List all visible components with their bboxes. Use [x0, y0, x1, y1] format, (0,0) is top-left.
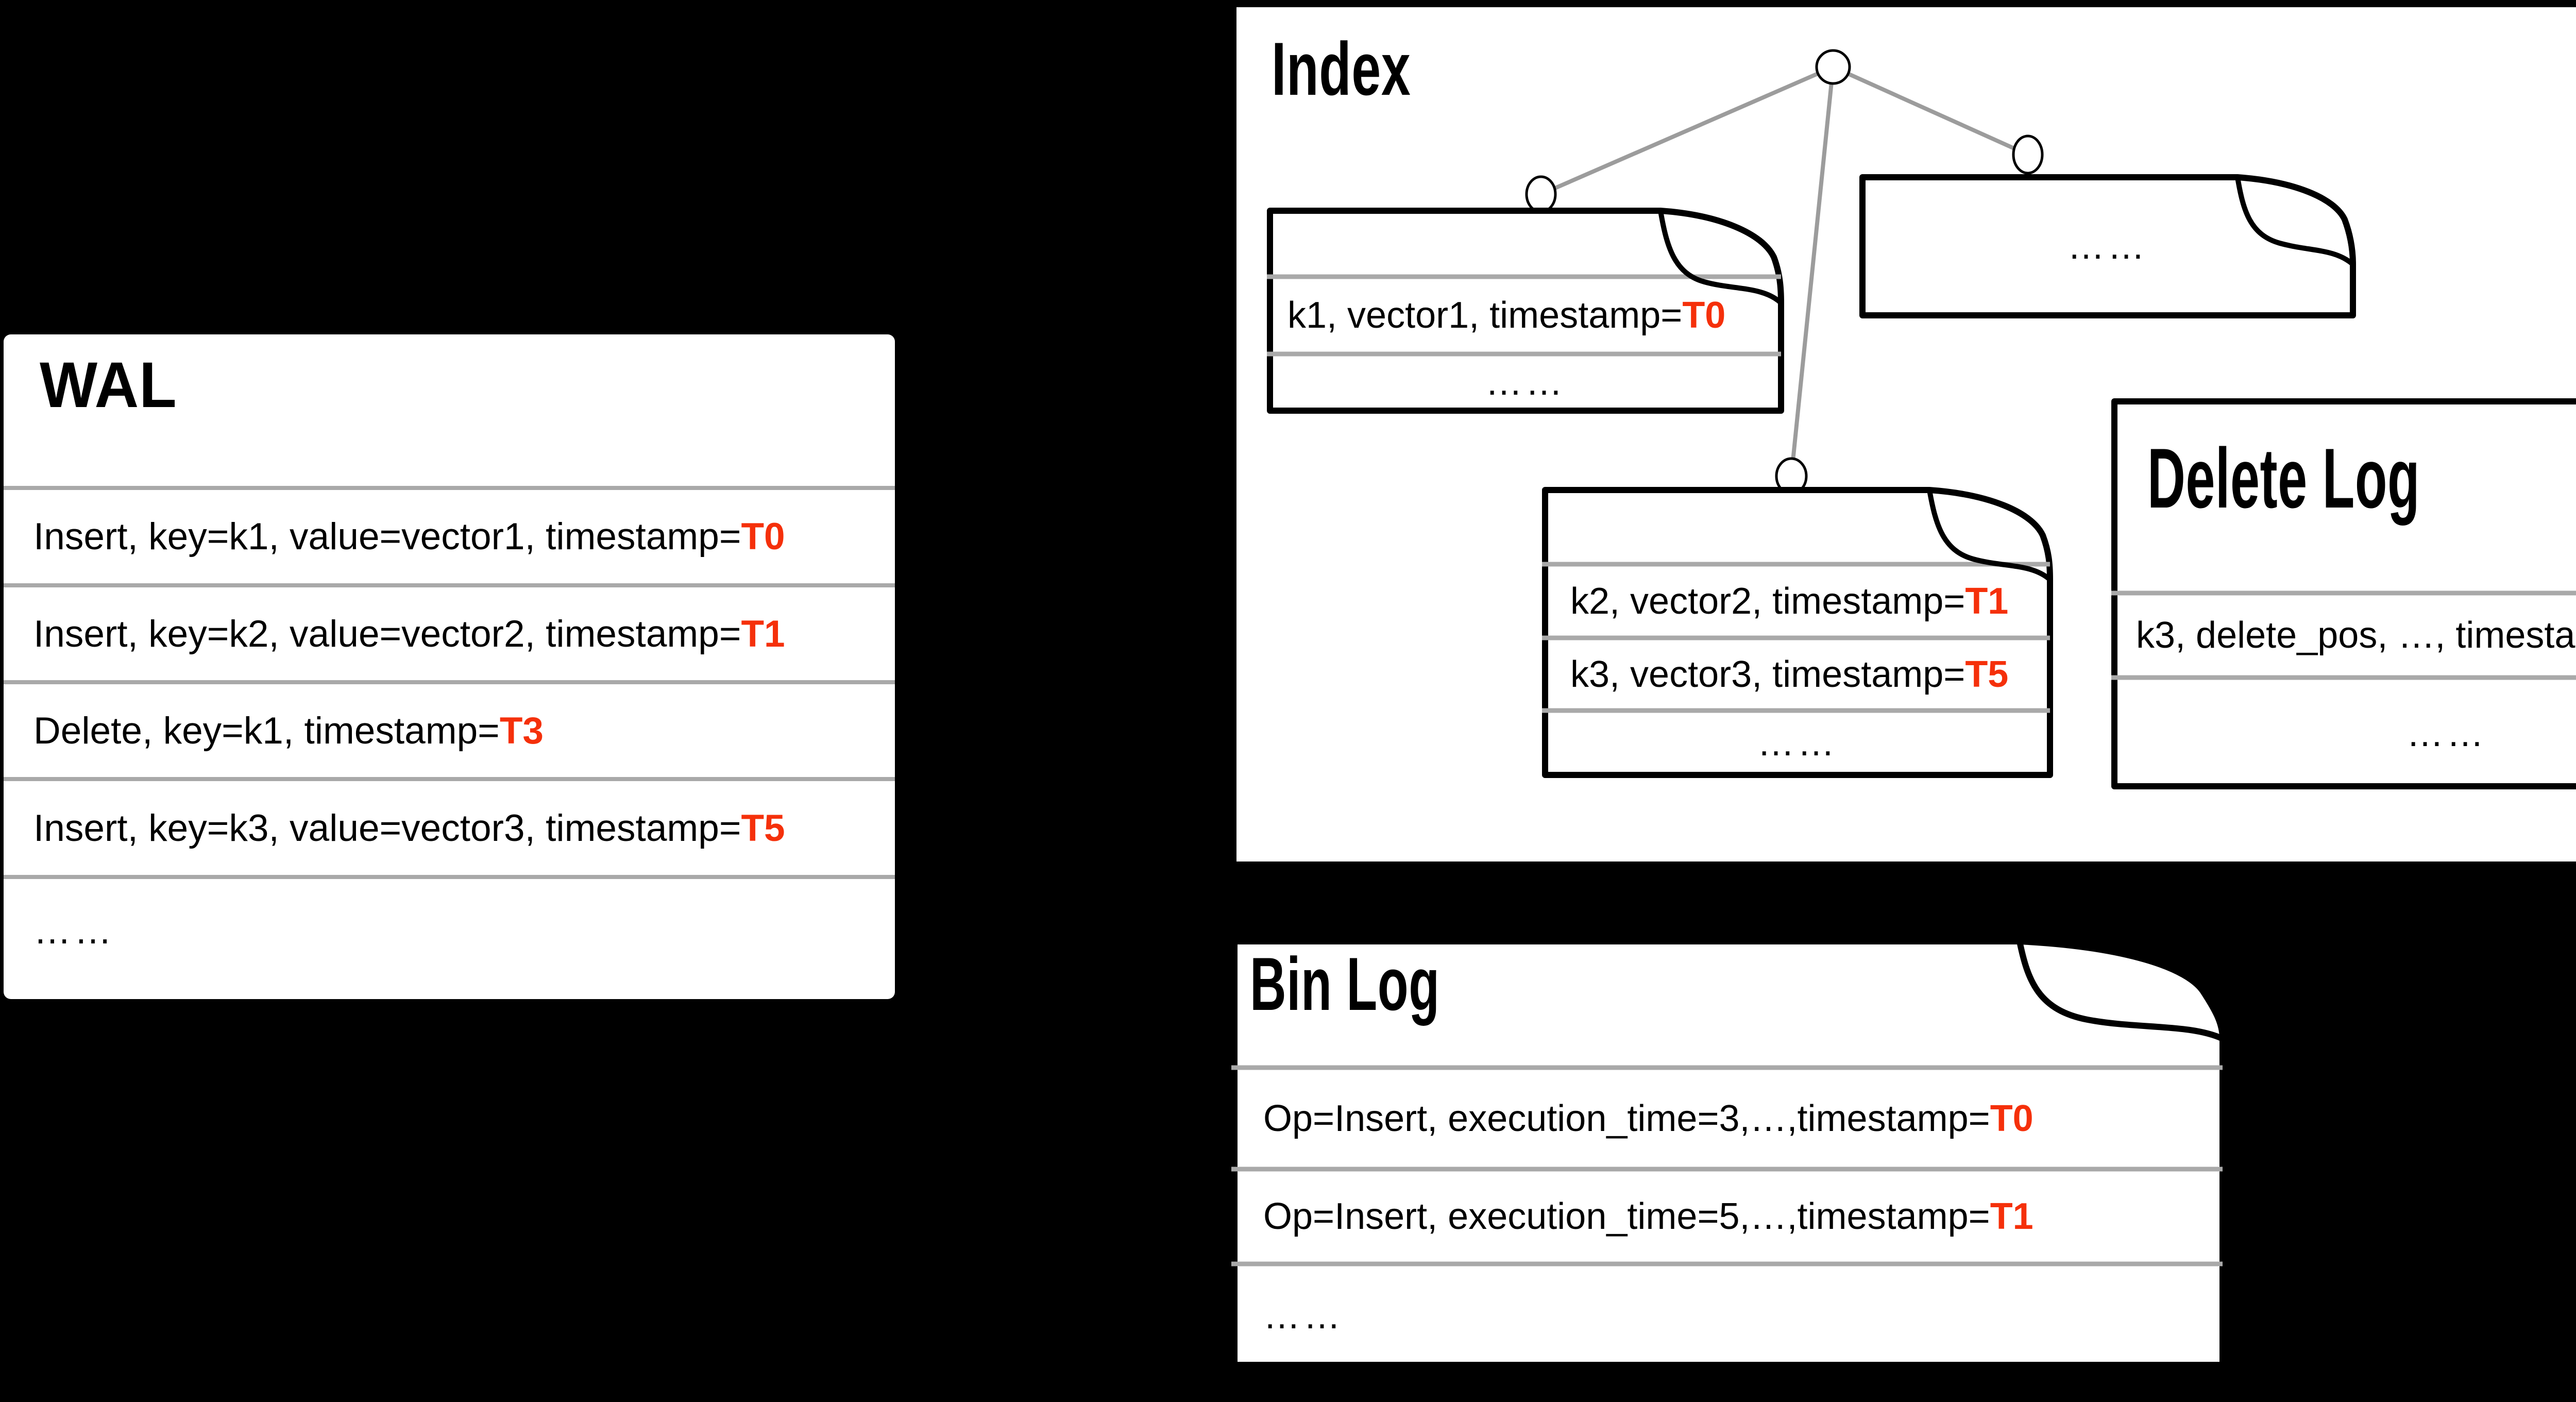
tree-child-node [2012, 134, 2044, 175]
segment-row: k3, vector3, timestamp=T5 [1542, 638, 2053, 711]
document-outline [1231, 938, 2226, 1368]
delete-log-title: Delete Log [2147, 431, 2420, 526]
log-entry-text: Delete, key=k1, timestamp= [33, 710, 500, 752]
index-segment-doc-more: …… [1859, 174, 2356, 318]
document-outline [1267, 208, 1784, 414]
document-outline [1859, 174, 2356, 318]
row-divider [4, 486, 895, 490]
row-divider [4, 777, 895, 781]
bin-log-row: Op=Insert, execution_time=3,…,timestamp=… [1231, 1068, 2226, 1169]
timestamp-value: T0 [741, 516, 785, 558]
tree-edge [1789, 66, 1835, 477]
log-entry-text: Op=Insert, execution_time=5,…,timestamp= [1263, 1196, 1990, 1237]
log-entry-text: Insert, key=k2, value=vector2, timestamp… [33, 613, 741, 655]
wal-panel: WAL Insert, key=k1, value=vector1, times… [4, 334, 895, 999]
index-panel: Index k1, vector1, timestamp=T0 …… [1236, 7, 2576, 862]
bin-log-row: Op=Insert, execution_time=5,…,timestamp=… [1231, 1169, 2226, 1264]
bin-log-row: …… [1231, 1264, 2226, 1368]
ellipsis-text: …… [1263, 1295, 1344, 1337]
wal-title: WAL [40, 349, 177, 421]
wal-log-row: Insert, key=k1, value=vector1, timestamp… [4, 490, 895, 583]
folded-corner-icon [1927, 489, 2052, 582]
timestamp-value: T5 [1965, 653, 2009, 695]
row-divider [4, 583, 895, 587]
index-title: Index [1272, 27, 1411, 111]
log-entry-text: Op=Insert, execution_time=3,…,timestamp= [1263, 1097, 1990, 1139]
row-divider [4, 875, 895, 879]
log-entry-text: Insert, key=k3, value=vector3, timestamp… [33, 807, 741, 849]
tree-edge [1832, 65, 2029, 157]
log-entry-text: k2, vector2, timestamp= [1570, 580, 1965, 622]
row-divider [4, 680, 895, 684]
segment-row: k2, vector2, timestamp=T1 [1542, 564, 2053, 638]
delete-log-document: Delete Log k3, delete_pos, …, timestamp=… [2111, 398, 2576, 789]
bin-log-title: Bin Log [1250, 942, 1440, 1026]
delete-log-row: k3, delete_pos, …, timestamp=T3 [2111, 593, 2576, 678]
wal-log-row: Insert, key=k2, value=vector2, timestamp… [4, 587, 895, 680]
log-entry-text: k3, delete_pos, …, timestamp= [2136, 615, 2576, 656]
folded-corner-icon [2016, 940, 2224, 1042]
segment-row: …… [1859, 174, 2356, 318]
ellipsis-text: …… [1757, 722, 1838, 764]
timestamp-value: T3 [499, 710, 544, 752]
segment-row: k1, vector1, timestamp=T0 [1267, 277, 1784, 354]
bin-log-document: Bin Log Op=Insert, execution_time=3,…,ti… [1231, 938, 2226, 1368]
timestamp-value: T0 [1990, 1097, 2033, 1139]
ellipsis-text: …… [33, 909, 115, 952]
tree-root-node [1815, 49, 1851, 85]
segment-row: …… [1542, 711, 2053, 775]
log-entry-text: Insert, key=k1, value=vector1, timestamp… [33, 516, 741, 558]
ellipsis-text: …… [1485, 362, 1566, 403]
folded-corner-icon [2235, 177, 2355, 266]
ellipsis-text: …… [2406, 713, 2487, 754]
tree-child-node [1525, 175, 1557, 213]
tree-edge [1540, 65, 1834, 196]
wal-log-row: Insert, key=k3, value=vector3, timestamp… [4, 781, 895, 875]
log-entry-text: k1, vector1, timestamp= [1287, 295, 1683, 336]
timestamp-value: T5 [741, 807, 785, 849]
log-entry-text: k3, vector3, timestamp= [1570, 653, 1965, 695]
index-segment-doc-k2k3: k2, vector2, timestamp=T1 k3, vector3, t… [1542, 487, 2053, 778]
wal-log-row: …… [4, 879, 895, 982]
wal-log-row: Delete, key=k1, timestamp=T3 [4, 684, 895, 777]
delete-log-row: …… [2111, 678, 2576, 789]
folded-corner-icon [1658, 210, 1783, 305]
document-outline [1542, 487, 2053, 778]
ellipsis-text: …… [2067, 226, 2148, 267]
index-segment-doc-k1: k1, vector1, timestamp=T0 …… [1267, 208, 1784, 414]
segment-row: …… [1267, 354, 1784, 411]
timestamp-value: T1 [1965, 580, 2009, 622]
timestamp-value: T1 [1990, 1196, 2033, 1237]
index-tree [1525, 49, 2044, 495]
timestamp-value: T1 [741, 613, 785, 655]
timestamp-value: T0 [1682, 295, 1726, 336]
